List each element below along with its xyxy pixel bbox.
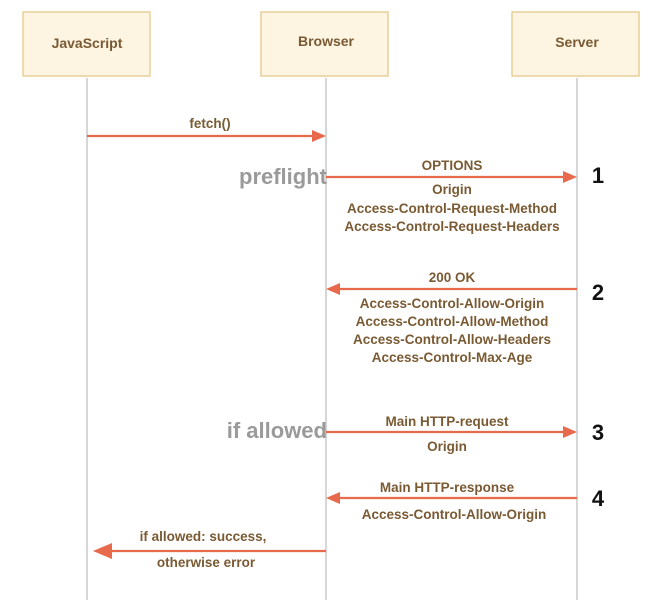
actor-server-label: Server	[555, 34, 599, 50]
message-200-ok: 200 OK Access-Control-Allow-Origin Acces…	[326, 270, 604, 365]
step-number-3: 3	[592, 420, 604, 445]
ok-header: Access-Control-Max-Age	[372, 350, 533, 365]
if-allowed-side-label: if allowed	[227, 418, 327, 443]
actor-browser-label: Browser	[298, 33, 355, 49]
ok-label: 200 OK	[429, 270, 476, 285]
ok-header: Access-Control-Allow-Method	[356, 314, 549, 329]
result-line: otherwise error	[157, 555, 256, 570]
step-number-4: 4	[592, 486, 605, 511]
options-header: Access-Control-Request-Method	[347, 201, 557, 216]
ok-header: Access-Control-Allow-Headers	[353, 332, 551, 347]
options-label: OPTIONS	[422, 158, 483, 173]
options-header: Origin	[432, 182, 472, 197]
actor-javascript-label: JavaScript	[52, 35, 123, 51]
message-fetch: fetch()	[87, 116, 326, 142]
actor-javascript: JavaScript	[22, 11, 151, 77]
step-number-2: 2	[592, 280, 604, 305]
result-line: if allowed: success,	[140, 529, 267, 544]
preflight-side-label: preflight	[239, 164, 328, 189]
message-options: OPTIONS Origin Access-Control-Request-Me…	[326, 158, 604, 234]
main-response-header: Access-Control-Allow-Origin	[362, 507, 547, 522]
message-result: if allowed: success, otherwise error	[93, 529, 326, 570]
message-main-response: Main HTTP-response Access-Control-Allow-…	[326, 480, 605, 522]
options-header: Access-Control-Request-Headers	[344, 219, 559, 234]
step-number-1: 1	[592, 163, 604, 188]
actor-browser: Browser	[260, 11, 389, 77]
actor-server: Server	[511, 11, 640, 77]
main-request-label: Main HTTP-request	[385, 414, 509, 429]
ok-header: Access-Control-Allow-Origin	[360, 296, 545, 311]
main-response-label: Main HTTP-response	[380, 480, 515, 495]
message-fetch-label: fetch()	[189, 116, 230, 131]
message-main-request: Main HTTP-request Origin 3	[326, 414, 604, 454]
main-request-header: Origin	[427, 439, 467, 454]
